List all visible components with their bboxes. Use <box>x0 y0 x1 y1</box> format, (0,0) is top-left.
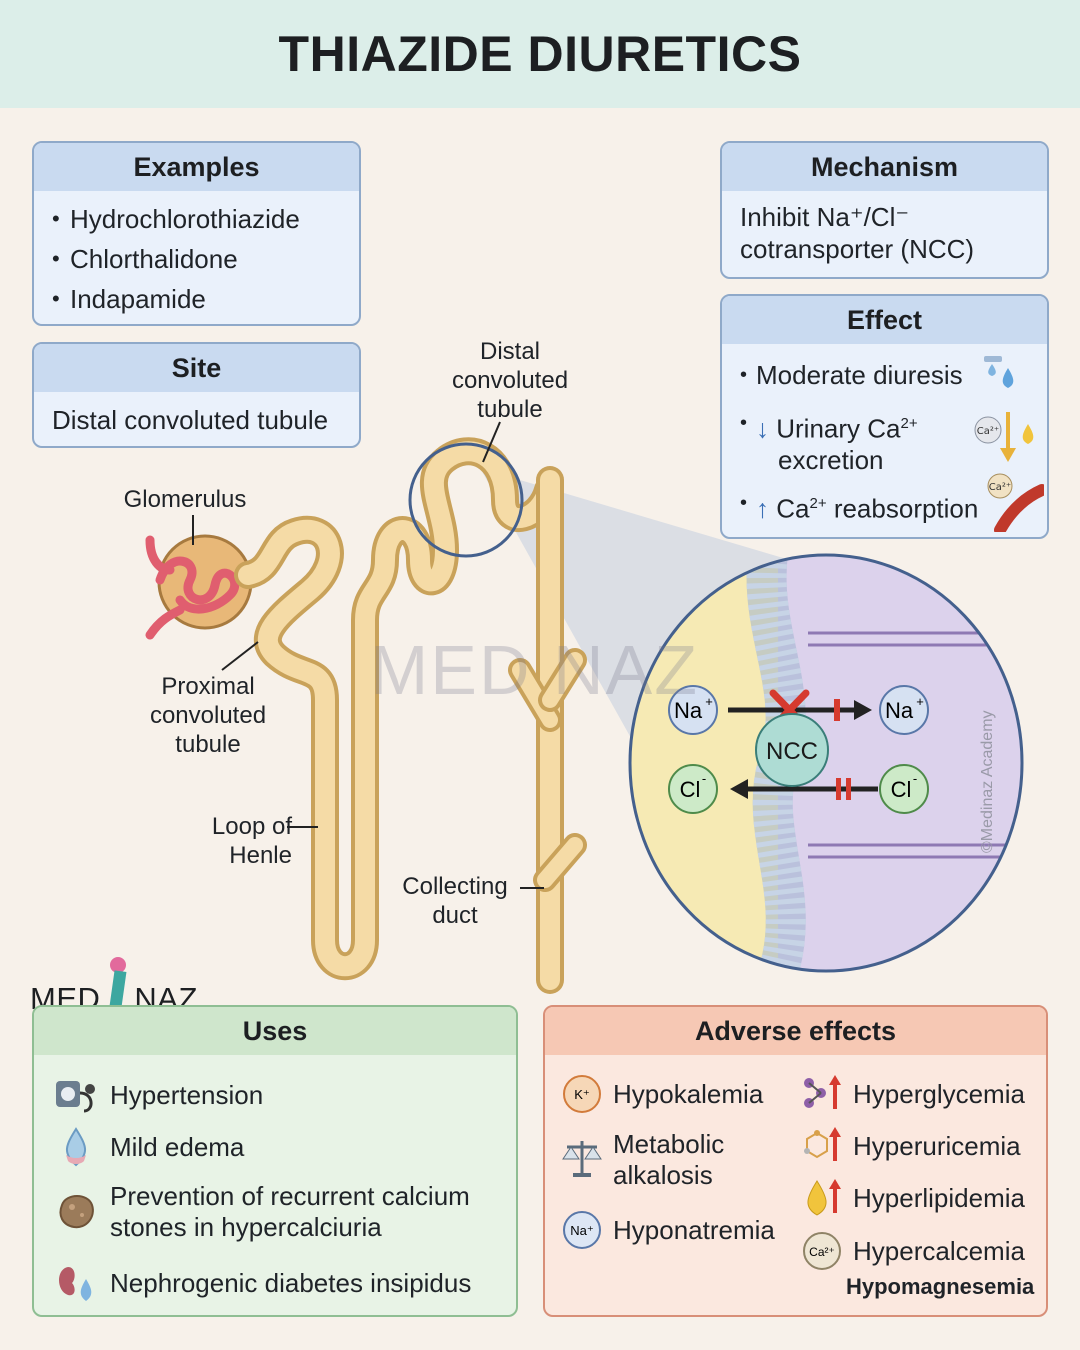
header: THIAZIDE DIURETICS <box>0 0 1080 108</box>
pct-label: Proximal convoluted tubule <box>149 673 267 758</box>
site-text: Distal convoluted tubule <box>52 405 329 435</box>
adverse-item-hyperuricemia: Hyperuricemia <box>801 1125 1021 1167</box>
mechanism-heading: Mechanism <box>722 143 1047 191</box>
kidney-stone-icon <box>59 1195 94 1229</box>
sodium-badge-icon: Na⁺ <box>563 1211 601 1249</box>
na-right-label: Na <box>885 698 914 723</box>
nephron-diagram <box>145 421 790 994</box>
example-item: Chlorthalidone <box>52 239 359 279</box>
ncc-zoom-circle: NCC Na + Na + Cl - Cl - ©Medinaz Academy <box>628 553 1024 973</box>
examples-heading: Examples <box>34 143 359 191</box>
na-left-label: Na <box>674 698 703 723</box>
mechanism-card: Mechanism Inhibit Na⁺/Cl⁻ cotransporter … <box>720 141 1049 279</box>
svg-text:+: + <box>916 694 924 709</box>
dct-highlight-circle <box>408 442 524 558</box>
glomerulus-label: Glomerulus <box>123 486 247 513</box>
use-item-edema: Mild edema <box>54 1125 244 1169</box>
down-arrow-icon: ↓ <box>756 413 769 444</box>
ncc-label: NCC <box>766 738 818 765</box>
blood-pressure-icon <box>56 1081 95 1113</box>
copyright-text: ©Medinaz Academy <box>979 710 996 853</box>
glomerulus-icon <box>145 534 253 640</box>
effect-heading: Effect <box>722 296 1047 344</box>
mechanism-line-2: cotransporter (NCC) <box>740 234 975 264</box>
svg-text:-: - <box>702 771 706 786</box>
collecting-duct <box>508 466 587 994</box>
adverse-heading: Adverse effects <box>545 1007 1046 1055</box>
examples-list: Hydrochlorothiazide Chlorthalidone Indap… <box>34 191 359 319</box>
example-item: Hydrochlorothiazide <box>52 199 359 239</box>
svg-text:+: + <box>705 694 713 709</box>
use-item-nephrogenic-di: Nephrogenic diabetes insipidus <box>54 1261 471 1305</box>
effect-item-calcium-reabsorption: •↑ Ca2+ reabsorption <box>740 492 979 524</box>
dct-label: Distal convoluted tubule <box>451 338 569 423</box>
collecting-duct-label: Collecting duct <box>402 873 508 929</box>
adverse-item-hypercalcemia: Ca²⁺ Hypercalcemia <box>801 1230 1025 1272</box>
uses-heading: Uses <box>34 1007 516 1055</box>
svg-text:K⁺: K⁺ <box>574 1087 590 1102</box>
effect-item-urinary-calcium: •↓ Urinary Ca2+ excretion <box>740 412 918 475</box>
cl-left-label: Cl <box>680 777 701 802</box>
adverse-item-hypomagnesemia: Hypomagnesemia <box>846 1274 1035 1299</box>
watermark: MED NAZ <box>370 631 699 709</box>
loop-of-henle-label: Loop of Henle <box>211 813 292 869</box>
uses-card: Uses Hypertension Mild edema Prevention … <box>32 1005 518 1317</box>
page-title: THIAZIDE DIURETICS <box>278 26 802 82</box>
calcium-vessel-icon: Ca²⁺ <box>987 473 1044 532</box>
svg-text:Na⁺: Na⁺ <box>570 1223 593 1238</box>
svg-text:Ca²⁺: Ca²⁺ <box>809 1245 835 1259</box>
cl-right-label: Cl <box>891 777 912 802</box>
water-drop-icon <box>984 356 1014 388</box>
adverse-effects-card: Adverse effects K⁺ Hypokalemia Metabolic… <box>543 1005 1048 1317</box>
use-item-hypertension: Hypertension <box>54 1073 263 1117</box>
water-drop-icon <box>66 1127 86 1167</box>
adverse-item-hyperglycemia: Hyperglycemia <box>801 1073 1025 1115</box>
site-card: Site Distal convoluted tubule <box>32 342 361 448</box>
potassium-badge-icon: K⁺ <box>563 1075 601 1113</box>
effect-item-diuresis: •Moderate diuresis <box>740 360 963 390</box>
example-item: Indapamide <box>52 279 359 319</box>
ncc-transporter <box>755 713 829 787</box>
svg-text:Ca²⁺: Ca²⁺ <box>977 426 999 437</box>
adverse-item-hyperlipidemia: Hyperlipidemia <box>801 1177 1025 1219</box>
glucose-molecule-icon <box>804 1075 841 1109</box>
calcium-badge-icon: Ca²⁺ <box>803 1232 841 1270</box>
adverse-item-hypokalemia: K⁺ Hypokalemia <box>561 1073 763 1115</box>
effect-card: Effect •Moderate diuresis •↓ Urinary Ca2… <box>720 294 1049 539</box>
mechanism-line-1: Inhibit Na⁺/Cl⁻ <box>740 202 910 232</box>
site-heading: Site <box>34 344 359 392</box>
uric-acid-icon <box>804 1127 841 1161</box>
use-item-calcium-stones: Prevention of recurrent calcium stones i… <box>54 1181 470 1243</box>
up-arrow-icon: ↑ <box>756 493 769 524</box>
kidney-drop-icon <box>59 1267 92 1301</box>
mechanism-text: Inhibit Na⁺/Cl⁻ cotransporter (NCC) <box>722 191 1047 275</box>
calcium-down-icon: Ca²⁺ <box>974 412 1034 462</box>
lipid-drop-icon <box>807 1179 841 1216</box>
adverse-item-hyponatremia: Na⁺ Hyponatremia <box>561 1209 775 1251</box>
svg-text:-: - <box>913 771 917 786</box>
adverse-item-metabolic-alkalosis: Metabolic alkalosis <box>561 1129 724 1191</box>
svg-text:Ca²⁺: Ca²⁺ <box>989 482 1011 493</box>
scale-icon <box>562 1141 602 1177</box>
examples-card: Examples Hydrochlorothiazide Chlorthalid… <box>32 141 361 326</box>
